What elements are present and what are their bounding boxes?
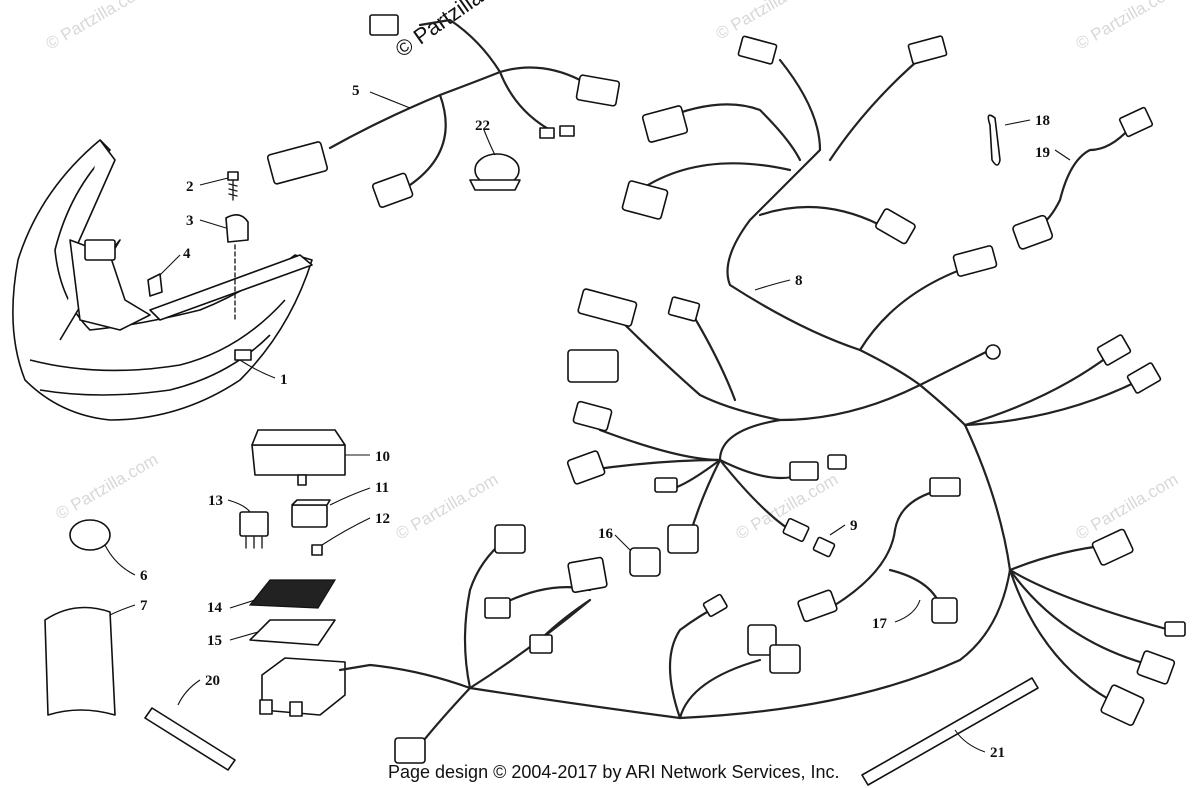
main-harness[interactable] — [338, 35, 1186, 764]
callout-19[interactable]: 19 — [1035, 145, 1050, 161]
callout-21[interactable]: 21 — [990, 745, 1005, 761]
fuse-box-cover[interactable] — [251, 429, 346, 486]
callout-5[interactable]: 5 — [352, 83, 360, 99]
callout-22[interactable]: 22 — [475, 118, 490, 134]
cable-tie-loop[interactable] — [69, 519, 111, 551]
callout-18[interactable]: 18 — [1035, 113, 1050, 129]
callout-17[interactable]: 17 — [872, 616, 888, 632]
mounting-clip[interactable] — [225, 214, 249, 321]
fuse-block[interactable] — [259, 657, 346, 717]
watermark-text: © Partzilla.com — [713, 0, 822, 43]
callout-4[interactable]: 4 — [183, 246, 191, 262]
callout-labels: 1 2 3 4 5 6 7 8 9 10 11 12 13 14 15 16 1… — [140, 83, 1050, 761]
harness-clip[interactable] — [987, 114, 1001, 166]
headlight-harness[interactable] — [266, 14, 621, 208]
watermark-text: © Partzilla.com — [393, 470, 502, 544]
callout-12[interactable]: 12 — [375, 511, 390, 527]
watermark-text-prominent: © Partzilla — [391, 0, 488, 62]
fuse-box-gasket[interactable] — [249, 619, 336, 646]
conduit-tube-short[interactable] — [144, 707, 236, 771]
callout-3[interactable]: 3 — [186, 213, 194, 229]
watermark-text: © Partzilla.com — [1073, 0, 1182, 53]
extension-harness[interactable] — [1012, 106, 1154, 250]
relay[interactable] — [239, 511, 269, 549]
callout-6[interactable]: 6 — [140, 568, 148, 584]
callout-20[interactable]: 20 — [205, 673, 220, 689]
screw[interactable] — [227, 171, 239, 201]
callout-15[interactable]: 15 — [207, 633, 222, 649]
watermark-text: © Partzilla.com — [43, 0, 152, 53]
speed-nut[interactable] — [147, 273, 163, 297]
fuse[interactable] — [311, 544, 323, 556]
connector-16[interactable] — [629, 547, 661, 577]
callout-14[interactable]: 14 — [207, 600, 223, 616]
callout-13[interactable]: 13 — [208, 493, 223, 509]
watermark-text: © Partzilla.com — [1073, 470, 1182, 544]
callout-7[interactable]: 7 — [140, 598, 148, 614]
callout-9[interactable]: 9 — [850, 518, 858, 534]
watermark-text: © Partzilla.com — [53, 450, 162, 524]
relay-small[interactable] — [291, 499, 331, 528]
sensor-harness[interactable] — [797, 477, 961, 624]
leader-lines — [104, 91, 1071, 753]
protective-sleeve[interactable] — [44, 606, 116, 716]
conduit-tube-long[interactable] — [861, 677, 1039, 786]
callout-8[interactable]: 8 — [795, 273, 803, 289]
callout-1[interactable]: 1 — [280, 372, 288, 388]
callout-2[interactable]: 2 — [186, 179, 194, 195]
callout-10[interactable]: 10 — [375, 449, 390, 465]
footer-copyright: Page design © 2004-2017 by ARI Network S… — [388, 762, 840, 782]
callout-16[interactable]: 16 — [598, 526, 614, 542]
headlight-housing[interactable] — [12, 139, 313, 421]
callout-11[interactable]: 11 — [375, 480, 389, 496]
buzzer[interactable] — [469, 153, 521, 191]
fuse-label-card[interactable] — [248, 579, 337, 609]
